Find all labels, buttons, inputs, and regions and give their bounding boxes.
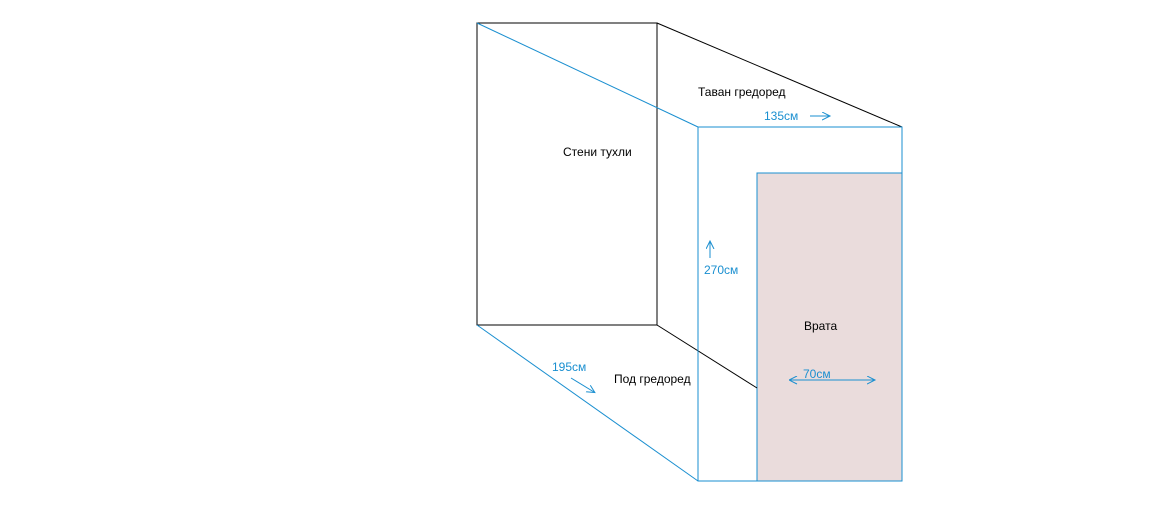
height-label: 270см [704,263,738,277]
ceiling-left-edge [476,22,699,128]
front-face-outline [697,126,903,482]
back-wall-outline [476,22,658,326]
depth-label: 195см [552,360,586,374]
ceiling-right-edge [656,22,903,128]
depth-arrow [570,377,594,392]
width-label: 135см [764,109,798,123]
floor-label: Под гредоред [614,372,691,386]
door-panel [756,172,903,482]
door-label: Врата [804,319,837,333]
ceiling-label: Таван гредоред [698,85,786,99]
door-width-label: 70см [803,367,831,381]
walls-label: Стени тухли [563,145,632,159]
floor-inner-edge [656,324,758,389]
floor-left-edge [476,324,699,482]
